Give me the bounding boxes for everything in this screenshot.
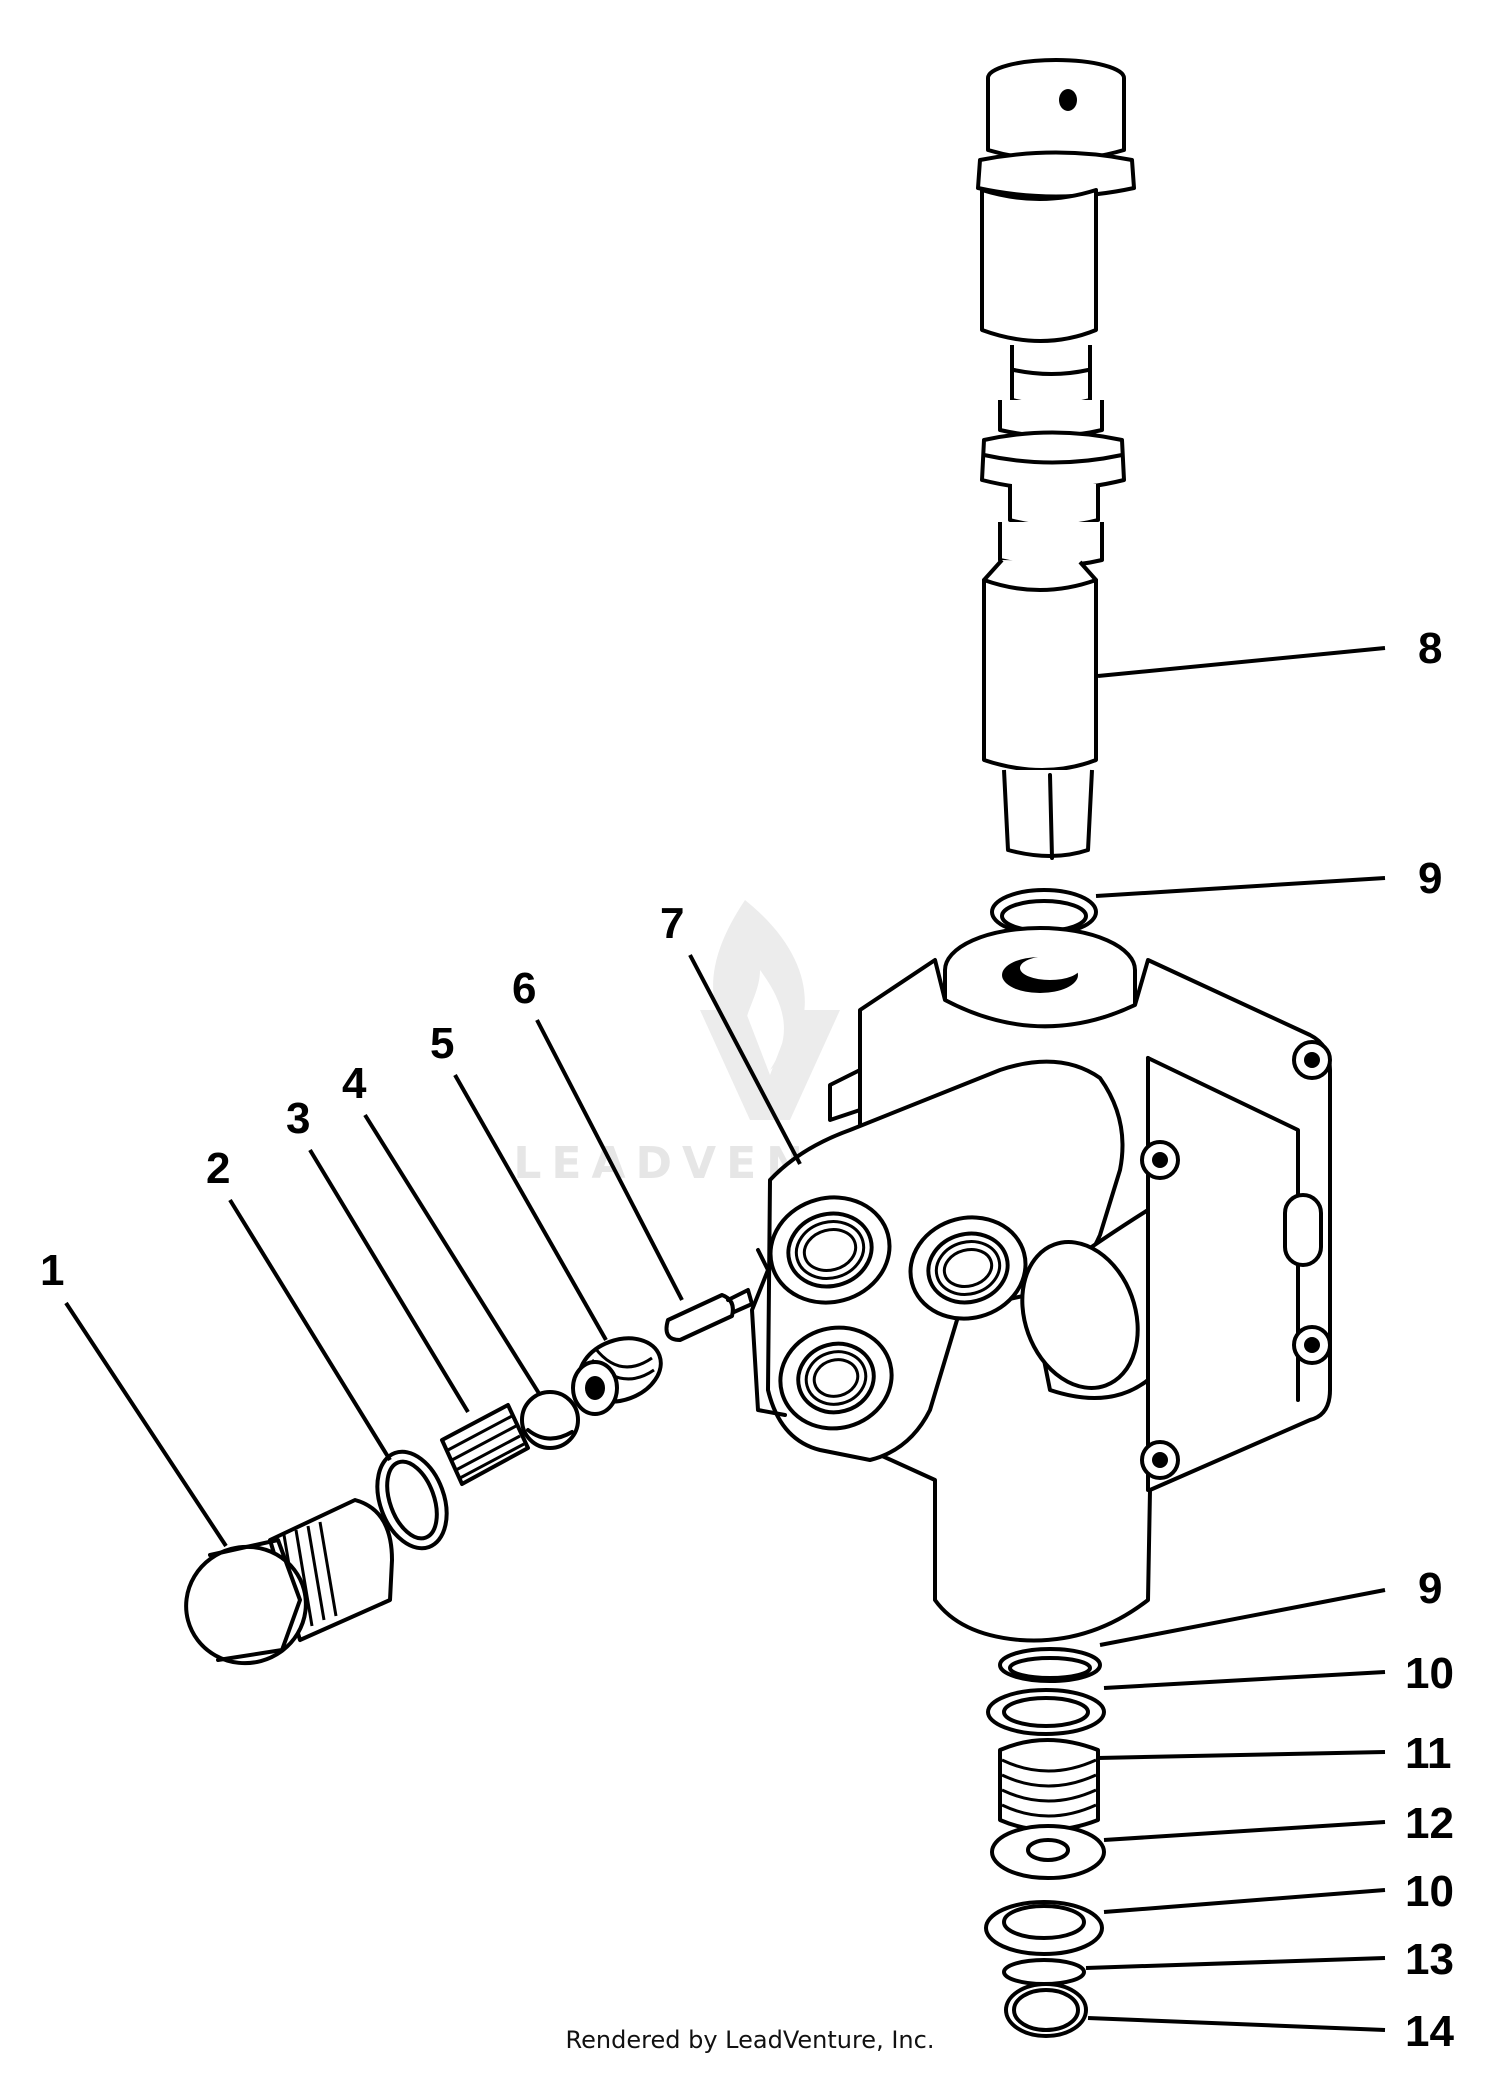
callout-10-upper: 10 [1405,1649,1454,1698]
callout-12: 12 [1405,1799,1454,1848]
part-oring-plug [375,1449,449,1551]
callout-3: 3 [286,1094,310,1143]
callout-10-lower: 10 [1405,1867,1454,1916]
callout-9-bottom: 9 [1418,1564,1442,1613]
callouts: 1 2 3 4 5 6 7 8 9 9 10 11 12 10 13 14 [40,624,1454,2056]
lower-seal-stack [984,1647,1106,2038]
callout-13: 13 [1405,1935,1454,1984]
ports [768,1195,1028,1431]
callout-2: 2 [206,1144,230,1193]
callout-7: 7 [660,899,684,948]
bolt-holes [1140,1040,1332,1480]
part-spool [976,58,1136,860]
callout-9-top: 9 [1418,854,1442,903]
callout-1: 1 [40,1246,64,1295]
part-plug [184,1498,394,1666]
callout-14: 14 [1405,2007,1454,2056]
callout-5: 5 [430,1019,454,1068]
leader-lines [64,646,1386,2032]
callout-4: 4 [342,1059,367,1108]
part-seat [571,1336,663,1416]
footer-credit: Rendered by LeadVenture, Inc. [565,2026,935,2054]
callout-6: 6 [512,964,536,1013]
part-ball [520,1390,580,1450]
callout-8: 8 [1418,624,1442,673]
part-pin [664,1288,754,1342]
callout-11: 11 [1405,1729,1452,1778]
part-spring [440,1403,530,1486]
part-valve-body [750,926,1332,1643]
